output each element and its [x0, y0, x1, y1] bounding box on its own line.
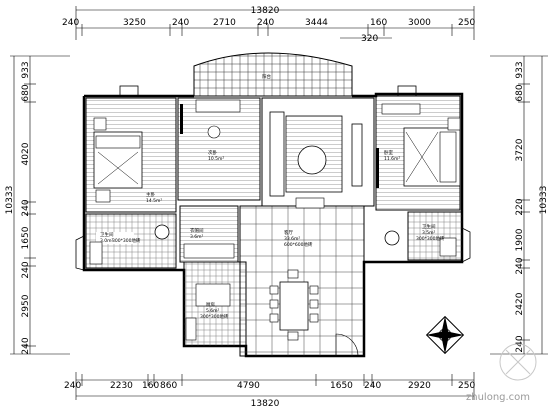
bottom-dimension-chain [75, 372, 475, 400]
master-bedroom: 主卧 14.5m² [85, 97, 177, 213]
left-dim-5: 1650 [21, 226, 31, 249]
watermark: zhulong.com [466, 343, 537, 403]
closet: 衣帽间 3.6m² [179, 205, 239, 263]
svg-text:14.5m²: 14.5m² [146, 198, 162, 204]
left-dimension-chain [10, 55, 70, 355]
left-dim-2: 680 [21, 84, 31, 101]
svg-text:3.5m²: 3.5m² [422, 230, 436, 236]
top-dim-9: 250 [458, 18, 475, 28]
left-dim-8: 240 [21, 337, 31, 354]
svg-text:600*600地砖: 600*600地砖 [284, 241, 313, 248]
svg-text:3.0m²: 3.0m² [100, 238, 114, 244]
svg-text:主卧: 主卧 [146, 191, 155, 198]
top-sub-dimension: 320 [361, 34, 378, 44]
svg-text:11.6m²: 11.6m² [384, 156, 400, 162]
living-room: 客厅 33.6m² 600*600地砖 [239, 97, 375, 357]
left-dim-6: 240 [21, 261, 31, 278]
svg-text:卧室: 卧室 [384, 149, 393, 156]
bottom-dim-1: 240 [64, 381, 81, 391]
svg-text:300*300地砖: 300*300地砖 [112, 237, 141, 244]
top-dim-8: 3000 [408, 18, 431, 28]
svg-text:次卧: 次卧 [208, 149, 217, 156]
dining-table [269, 269, 319, 341]
right-dim-7: 2420 [515, 292, 525, 315]
bay-windows [75, 85, 471, 271]
bottom-dim-5: 4790 [237, 381, 260, 391]
bottom-dim-2: 2230 [110, 381, 133, 391]
top-dimension-chain [75, 6, 475, 40]
kitchen: 厨房 5.6m² 300*300地砖 [183, 261, 247, 347]
balcony: 阳台 [193, 52, 353, 97]
top-dim-4: 2710 [213, 18, 236, 28]
right-dimension-chain [490, 55, 548, 355]
bottom-dim-3: 160 [142, 381, 159, 391]
svg-text:3.6m²: 3.6m² [190, 234, 204, 240]
top-dim-3: 240 [172, 18, 189, 28]
bottom-dim-9: 250 [458, 381, 475, 391]
left-dim-4: 240 [21, 199, 31, 216]
bottom-dim-6: 1650 [330, 381, 353, 391]
svg-text:卫生间: 卫生间 [422, 223, 436, 230]
svg-text:5.6m²: 5.6m² [206, 308, 220, 314]
bottom-dim-4: 860 [160, 381, 177, 391]
svg-text:300*300地砖: 300*300地砖 [200, 313, 229, 320]
left-total-dimension: 10333 [5, 186, 15, 215]
top-dim-6: 3444 [305, 18, 328, 28]
right-dim-5: 1900 [515, 228, 525, 251]
left-dim-3: 4020 [21, 142, 31, 165]
bottom-dim-8: 2920 [408, 381, 431, 391]
right-dim-3: 3720 [515, 138, 525, 161]
svg-text:厨房: 厨房 [206, 301, 215, 308]
svg-text:阳台: 阳台 [262, 73, 271, 80]
svg-text:10.5m²: 10.5m² [208, 156, 224, 162]
watermark-text: zhulong.com [466, 392, 530, 403]
compass-rose-icon [425, 315, 465, 355]
right-dim-2: 680 [515, 84, 525, 101]
right-dim-6: 240 [515, 257, 525, 274]
top-dim-1: 240 [62, 18, 79, 28]
top-dim-7: 160 [370, 18, 387, 28]
right-total-dimension: 10333 [539, 186, 549, 215]
svg-text:客厅: 客厅 [284, 229, 293, 236]
second-bedroom: 次卧 10.5m² [177, 97, 261, 201]
bathroom-left: 卫生间 3.0m² 300*300地砖 [85, 213, 177, 269]
svg-text:卫生间: 卫生间 [100, 231, 114, 238]
entry-door [335, 333, 359, 357]
right-bedroom: 卧室 11.6m² [375, 95, 461, 211]
top-dim-5: 240 [257, 18, 274, 28]
right-dim-1: 933 [515, 61, 525, 78]
svg-text:衣帽间: 衣帽间 [190, 227, 204, 234]
bottom-dim-7: 240 [364, 381, 381, 391]
left-dim-7: 2950 [21, 294, 31, 317]
svg-text:33.6m²: 33.6m² [284, 236, 300, 242]
top-total-dimension: 13820 [251, 6, 280, 16]
bottom-total-dimension: 13820 [251, 399, 280, 409]
left-dim-1: 933 [21, 61, 31, 78]
bathroom-right: 卫生间 3.5m² 300*300地砖 [384, 211, 463, 261]
top-dim-2: 3250 [123, 18, 146, 28]
svg-text:300*300地砖: 300*300地砖 [416, 235, 445, 242]
right-dim-4: 220 [515, 198, 525, 215]
